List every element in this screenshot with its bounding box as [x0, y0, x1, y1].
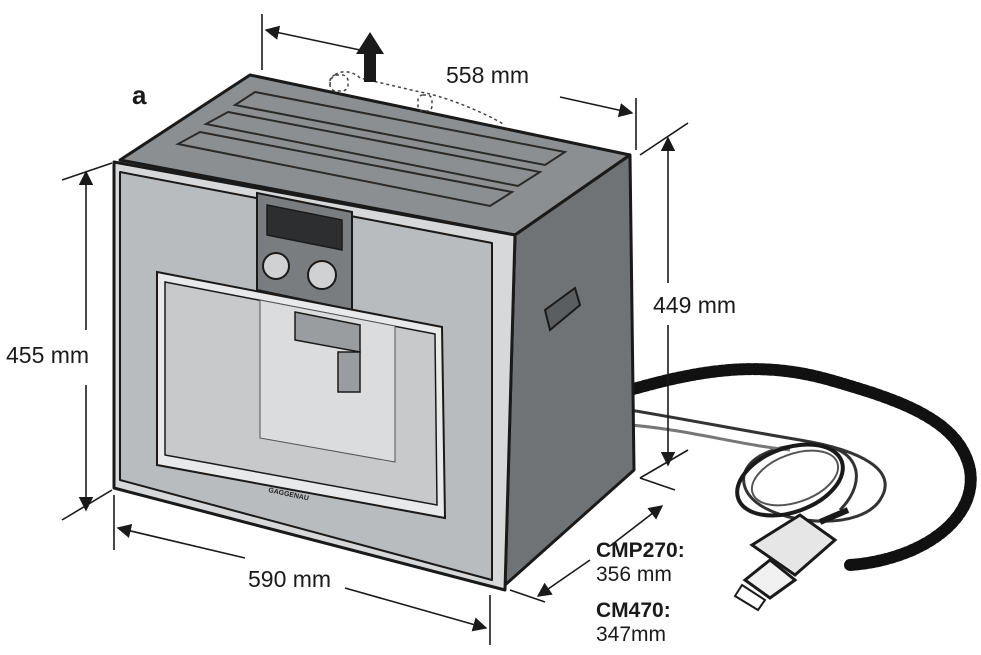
dimension-width-front: 590 mm: [248, 566, 332, 592]
dispensing-cavity: [156, 270, 447, 520]
right-control-knob: [307, 260, 337, 290]
top-handle-outline: [329, 71, 506, 126]
power-cable: [624, 363, 977, 571]
model-depth-cmp270: 356 mm: [596, 563, 672, 586]
left-control-knob: [262, 252, 290, 280]
model-name-cm470: CM470:: [596, 599, 671, 622]
model-depth-cm470: 347mm: [596, 623, 667, 646]
dimension-height-front: 455 mm: [6, 342, 90, 368]
top-handle-left: [329, 74, 349, 92]
top-grooves: [175, 90, 568, 208]
display-screen: [266, 204, 343, 251]
side-handle-recess: [543, 286, 582, 332]
dimension-depth-top: 558 mm: [446, 62, 530, 88]
model-name-cmp270: CMP270:: [596, 539, 685, 562]
lift-up-arrow: [356, 32, 384, 82]
dimension-height-side: 449 mm: [653, 292, 737, 318]
top-handle-right: [417, 94, 433, 112]
cable-connector-plug: [733, 507, 850, 612]
spout-nozzle: [337, 351, 361, 393]
dimension-lines: [61, 14, 689, 645]
control-panel: [256, 191, 353, 312]
figure-label: a: [132, 80, 147, 110]
